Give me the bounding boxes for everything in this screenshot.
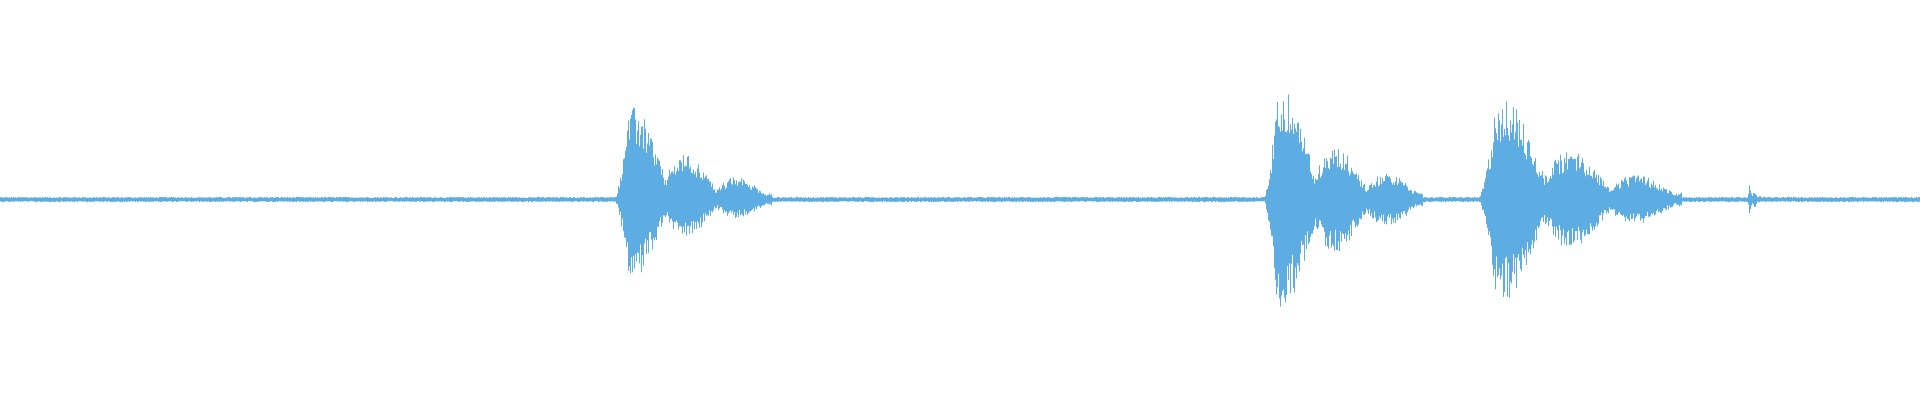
waveform-signal — [0, 94, 1920, 307]
